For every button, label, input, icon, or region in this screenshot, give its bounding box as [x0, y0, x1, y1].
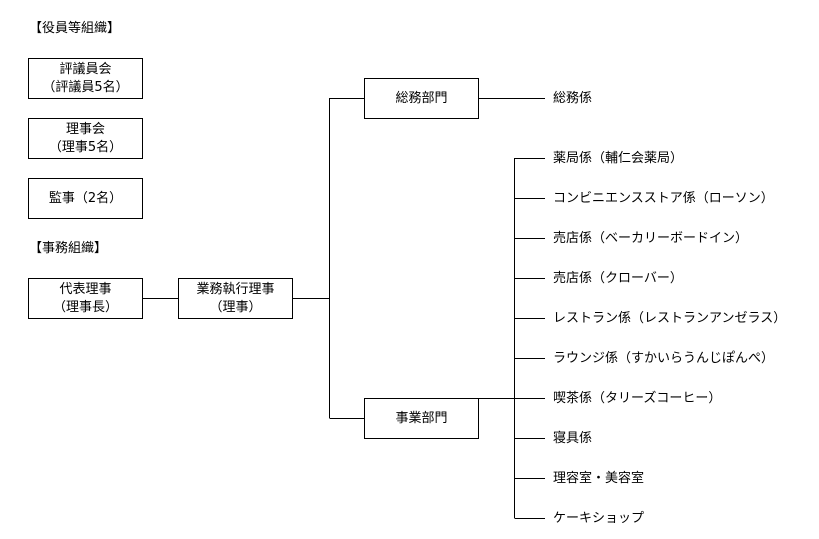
- board-title: 理事会: [65, 121, 105, 137]
- council-title: 評議員会: [59, 61, 112, 77]
- representative-title: 代表理事: [59, 281, 112, 297]
- council-box: 評議員会 （評議員5名）: [28, 58, 143, 99]
- general-affairs-title: 総務部門: [395, 90, 448, 106]
- executive-box: 業務執行理事 （理事）: [178, 278, 293, 319]
- auditor-title: 監事（2名）: [48, 190, 123, 206]
- council-count: （評議員5名）: [42, 79, 129, 95]
- business-item-bedding: 寝具係: [553, 431, 593, 446]
- representative-box: 代表理事 （理事長）: [28, 278, 143, 319]
- auditor-box: 監事（2名）: [28, 178, 143, 219]
- business-item-shop-clover: 売店係（クローバー）: [553, 271, 683, 286]
- business-item-cafe: 喫茶係（タリーズコーヒー）: [553, 391, 722, 406]
- board-count: （理事5名）: [48, 139, 123, 155]
- business-box: 事業部門: [364, 398, 479, 439]
- business-item-pharmacy: 薬局係（輔仁会薬局）: [553, 151, 684, 166]
- business-item-salon: 理容室・美容室: [553, 471, 645, 486]
- business-item-lounge: ラウンジ係（すかいらうんじぽんぺ）: [553, 351, 775, 366]
- general-affairs-item: 総務係: [553, 91, 593, 106]
- business-title: 事業部門: [395, 410, 448, 426]
- executive-role: （理事）: [209, 299, 262, 315]
- executive-title: 業務執行理事: [196, 281, 275, 297]
- general-affairs-box: 総務部門: [364, 78, 479, 119]
- business-item-convenience: コンビニエンスストア係（ローソン）: [553, 191, 774, 206]
- representative-role: （理事長）: [52, 299, 118, 315]
- board-box: 理事会 （理事5名）: [28, 118, 143, 159]
- officers-heading: 【役員等組織】: [29, 21, 121, 36]
- business-item-restaurant: レストラン係（レストランアンゼラス）: [553, 311, 787, 326]
- business-item-shop-bakery: 売店係（ベーカリーボードイン）: [553, 231, 749, 246]
- business-item-cake-shop: ケーキショップ: [553, 511, 645, 526]
- office-heading: 【事務組織】: [29, 241, 108, 256]
